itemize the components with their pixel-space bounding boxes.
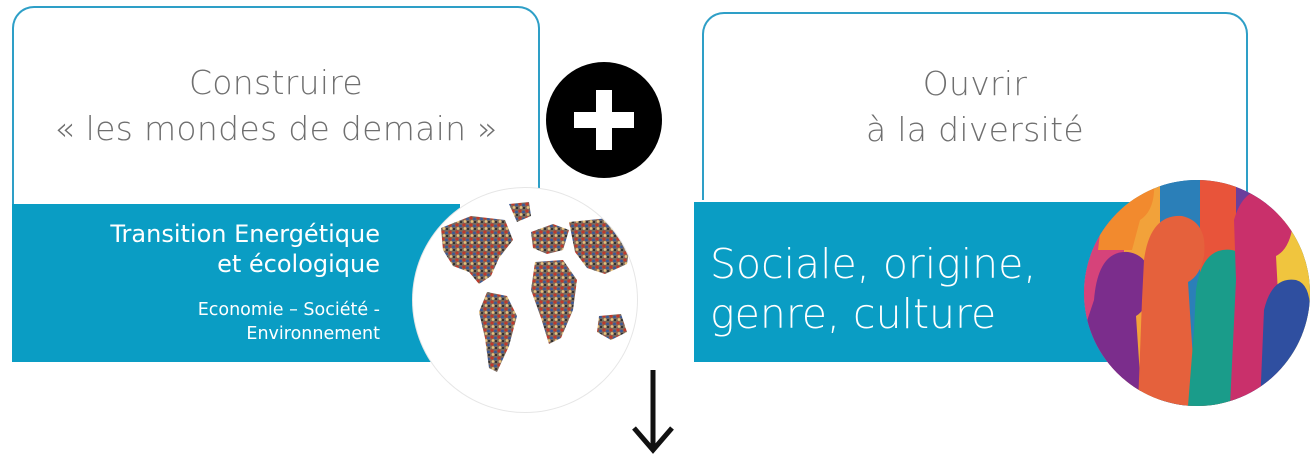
diverse-faces-image	[1084, 180, 1310, 406]
faces-svg	[1084, 180, 1310, 406]
right-band-main: Sociale, origine, genre, culture	[710, 239, 1036, 339]
plus-icon	[546, 62, 662, 178]
right-heading-line1: Ouvrir	[922, 64, 1028, 103]
arrow-down-svg	[632, 370, 674, 454]
left-band-sub: Economie – Société - Environnement	[198, 298, 380, 346]
world-map-svg	[441, 202, 631, 372]
left-band-sub-line1: Economie – Société -	[197, 300, 380, 320]
world-map-crowd-image	[413, 188, 637, 412]
left-band-main-line1: Transition Energétique	[110, 220, 380, 248]
left-heading-box: Construire « les mondes de demain »	[12, 6, 540, 204]
left-band-main: Transition Energétique et écologique	[110, 219, 380, 279]
right-band-line2: genre, culture	[710, 290, 997, 338]
left-band: Transition Energétique et écologique Eco…	[12, 204, 460, 362]
left-band-main-line2: et écologique	[217, 250, 380, 278]
right-band: Sociale, origine, genre, culture	[694, 202, 1146, 362]
left-heading-line1: Construire	[188, 63, 364, 102]
left-band-sub-line2: Environnement	[246, 324, 380, 344]
left-heading-line2: « les mondes de demain »	[54, 109, 498, 148]
arrow-down-icon	[628, 370, 678, 454]
right-heading-box: Ouvrir à la diversité	[702, 12, 1248, 200]
right-heading-line2: à la diversité	[866, 110, 1084, 149]
plus-bar-vertical	[596, 90, 612, 150]
right-band-line1: Sociale, origine,	[710, 240, 1037, 288]
